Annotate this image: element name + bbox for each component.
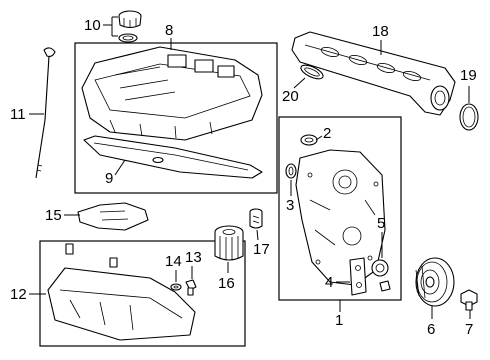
callout-20: 20 [282, 88, 299, 105]
crankshaft-seal[interactable] [371, 259, 389, 277]
timing-chain-cover[interactable] [295, 149, 386, 286]
oil-dipstick[interactable] [35, 47, 56, 179]
crankshaft-pulley[interactable] [415, 257, 455, 307]
callout-2-leader [315, 135, 323, 141]
valve-cover[interactable] [81, 46, 263, 141]
callout-20-leader [293, 77, 306, 89]
valve-cover-group-box [74, 42, 278, 194]
oil-drain-plug[interactable] [185, 279, 197, 296]
callout-15: 15 [45, 207, 62, 224]
callout-11: 11 [10, 106, 26, 123]
callout-14: 14 [165, 253, 182, 270]
callout-2: 2 [323, 125, 331, 142]
callout-18: 18 [372, 23, 389, 40]
callout-13: 13 [185, 249, 202, 266]
valve-cover-gasket[interactable] [83, 135, 263, 179]
oil-filler-cap[interactable] [118, 10, 142, 29]
callout-19: 19 [460, 67, 477, 84]
callout-8: 8 [165, 22, 173, 39]
callout-12: 12 [10, 286, 27, 303]
crankshaft-pulley-bolt[interactable] [460, 289, 478, 311]
oil-seal[interactable] [285, 163, 297, 179]
oil-baffle-plate[interactable] [77, 202, 149, 231]
intake-manifold[interactable] [291, 31, 456, 116]
oil-pan[interactable] [47, 243, 196, 341]
callout-16: 16 [218, 275, 235, 292]
callout-9-leader [114, 159, 126, 176]
mounting-bracket[interactable] [349, 257, 391, 296]
callout-5: 5 [377, 215, 385, 232]
callout-9: 9 [105, 170, 113, 187]
callout-3: 3 [286, 197, 294, 214]
oil-filler-cap-seal[interactable] [118, 33, 138, 43]
o-ring[interactable] [300, 134, 318, 146]
callout-17-leader [256, 229, 259, 241]
oil-filter[interactable] [214, 225, 244, 261]
callout-7: 7 [465, 321, 473, 338]
oil-filter-stud[interactable] [249, 208, 263, 229]
intake-manifold-gasket[interactable] [299, 62, 325, 81]
callout-10-leader [103, 16, 118, 37]
drain-plug-washer[interactable] [170, 283, 182, 291]
throttle-body-seal[interactable] [459, 103, 479, 131]
callout-6: 6 [427, 321, 435, 338]
callout-17: 17 [253, 241, 270, 258]
callout-4: 4 [325, 274, 333, 291]
callout-10: 10 [84, 17, 101, 34]
callout-1: 1 [335, 312, 343, 329]
